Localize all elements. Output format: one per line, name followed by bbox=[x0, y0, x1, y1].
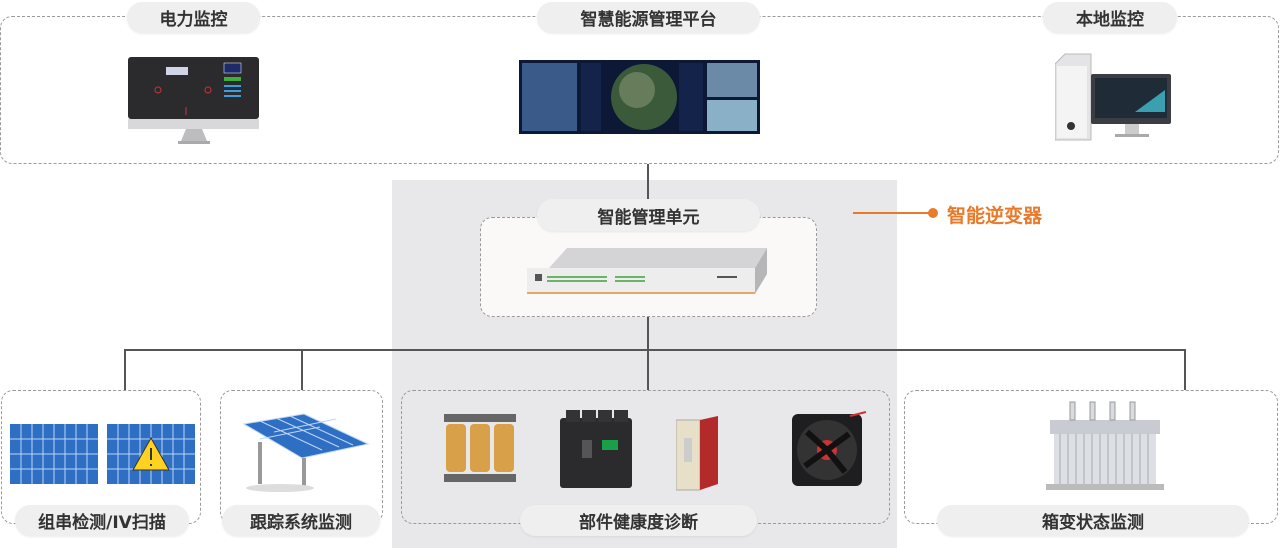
component-health-label: 部件健康度诊断 bbox=[520, 505, 757, 536]
connector-line bbox=[647, 164, 649, 200]
module-image bbox=[676, 416, 718, 491]
warning-icon bbox=[132, 436, 170, 471]
circuit-breaker-image bbox=[560, 410, 632, 488]
energy-platform-image bbox=[519, 60, 760, 134]
legend-label: 智能逆变器 bbox=[947, 205, 1043, 227]
box-transformer-label: 箱变状态监测 bbox=[937, 505, 1249, 536]
management-unit-label: 智能管理单元 bbox=[537, 199, 760, 231]
cooling-fan-image bbox=[792, 411, 867, 486]
tracking-monitoring-label: 跟踪系统监测 bbox=[222, 505, 380, 536]
box-transformer-image bbox=[1046, 401, 1164, 490]
tracker-image bbox=[242, 413, 370, 492]
string-detection-label: 组串检测/IV扫描 bbox=[15, 505, 189, 536]
bus-line bbox=[125, 349, 1186, 351]
connector-line bbox=[1184, 349, 1186, 390]
energy-platform-label: 智慧能源管理平台 bbox=[537, 2, 760, 33]
legend-line bbox=[853, 212, 931, 214]
reactor-image bbox=[444, 414, 516, 482]
connector-line bbox=[647, 316, 649, 350]
solar-panel-image bbox=[10, 424, 195, 484]
local-monitoring-label: 本地监控 bbox=[1043, 2, 1177, 33]
power-monitoring-label: 电力监控 bbox=[127, 2, 260, 33]
connector-line bbox=[647, 349, 649, 390]
power-monitor-image bbox=[128, 57, 259, 144]
legend-dot bbox=[928, 208, 938, 218]
management-unit-device-image bbox=[527, 248, 767, 294]
local-monitor-image bbox=[1055, 53, 1171, 141]
connector-line bbox=[301, 349, 303, 390]
connector-line bbox=[124, 349, 126, 390]
